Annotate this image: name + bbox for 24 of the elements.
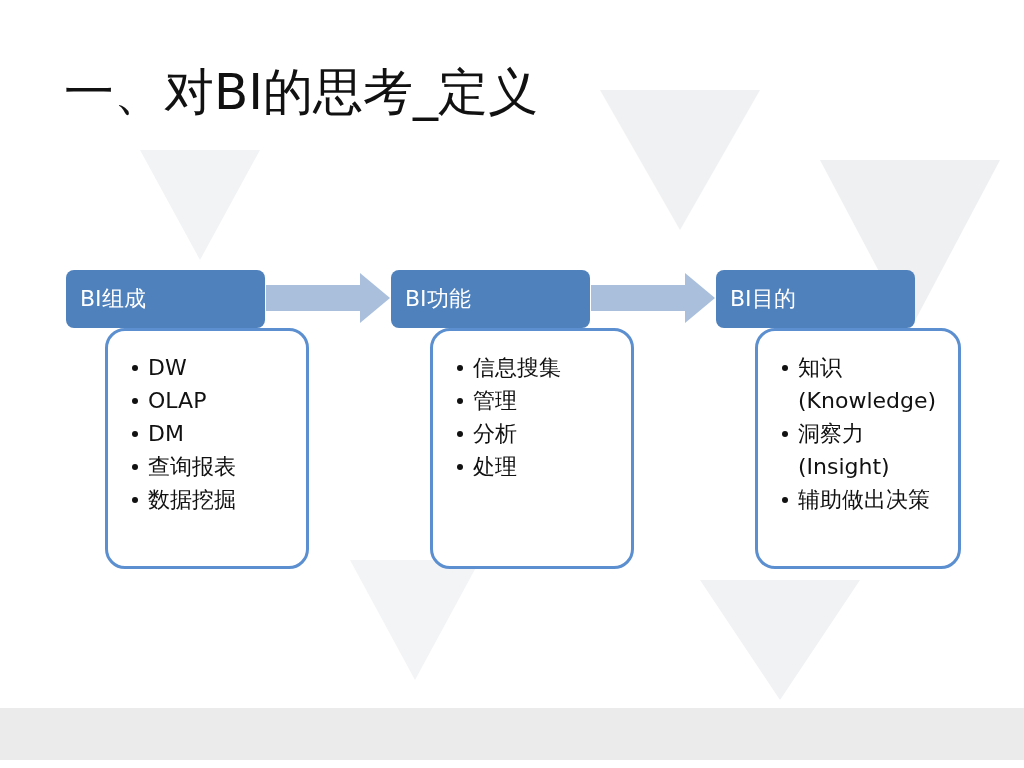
list-item: 信息搜集 (473, 355, 561, 380)
list-item: 处理 (473, 454, 517, 479)
list-item: 辅助做出决策 (798, 487, 930, 512)
header-box (716, 270, 915, 328)
block-arrow (266, 273, 390, 323)
list-box (755, 328, 961, 569)
list-item: OLAP (148, 388, 207, 413)
block-arrow (591, 273, 715, 323)
list-item: 管理 (473, 388, 517, 413)
heading-text: BI功能 (405, 285, 471, 313)
header-box (66, 270, 265, 328)
list-box (430, 328, 634, 569)
list-item: 查询报表 (148, 454, 236, 479)
list-item: 知识 (Knowledge) (798, 355, 937, 413)
slide-title: 一、对BI的思考_定义 (64, 62, 539, 122)
list-item: 分析 (473, 421, 517, 446)
heading-text: BI目的 (730, 285, 796, 313)
list-item: 洞察力 (Insight) (798, 421, 890, 479)
list-item: 数据挖掘 (148, 487, 236, 512)
heading-text: BI组成 (80, 285, 146, 313)
list-item: DW (148, 355, 187, 380)
list-item: DM (148, 421, 184, 446)
header-box (391, 270, 590, 328)
list-box (105, 328, 309, 569)
